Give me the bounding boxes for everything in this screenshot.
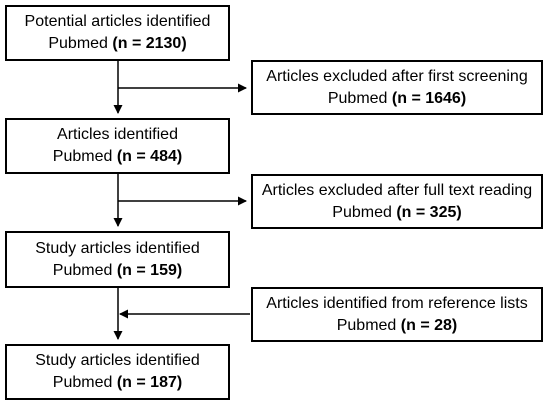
box-potential-articles: Potential articles identified Pubmed (n … — [5, 5, 230, 61]
box-title: Articles identified — [57, 126, 178, 143]
box-count: (n = 159) — [116, 261, 183, 279]
box-count-line: Pubmed (n = 28) — [337, 315, 458, 337]
box-source: Pubmed — [52, 261, 113, 279]
box-title: Study articles identified — [35, 239, 200, 257]
box-source: Pubmed — [327, 89, 388, 107]
box-count: (n = 484) — [116, 148, 183, 165]
box-title: Articles identified from reference lists — [266, 294, 528, 312]
box-count-line: Pubmed (n = 2130) — [48, 33, 186, 55]
box-study-articles-159: Study articles identified Pubmed (n = 15… — [5, 231, 230, 288]
box-source: Pubmed — [48, 35, 108, 52]
box-title: Study articles identified — [35, 352, 200, 369]
box-count: (n = 28) — [400, 316, 458, 334]
box-title: Articles excluded after full text readin… — [261, 181, 533, 199]
box-count: (n = 1646) — [391, 89, 467, 107]
box-count-line: Pubmed (n = 484) — [53, 146, 182, 168]
box-excluded-first-screening: Articles excluded after first screening … — [251, 60, 543, 115]
box-count-line: Pubmed (n = 187) — [53, 372, 182, 394]
box-reference-lists: Articles identified from reference lists… — [251, 287, 543, 342]
box-count-line: Pubmed (n = 325) — [332, 202, 461, 224]
box-source: Pubmed — [332, 203, 392, 221]
box-source: Pubmed — [336, 316, 397, 334]
box-count: (n = 2130) — [112, 35, 187, 52]
box-count: (n = 187) — [116, 374, 183, 391]
box-title: Potential articles identified — [24, 13, 211, 30]
box-title: Articles excluded after first screening — [266, 67, 528, 85]
box-source: Pubmed — [52, 148, 113, 165]
box-excluded-full-text: Articles excluded after full text readin… — [251, 174, 543, 229]
box-study-articles-187: Study articles identified Pubmed (n = 18… — [5, 344, 230, 400]
box-count: (n = 325) — [396, 203, 462, 221]
box-count-line: Pubmed (n = 1646) — [328, 88, 466, 110]
box-count-line: Pubmed (n = 159) — [53, 260, 182, 282]
box-articles-identified: Articles identified Pubmed (n = 484) — [5, 118, 230, 174]
box-source: Pubmed — [52, 374, 113, 391]
